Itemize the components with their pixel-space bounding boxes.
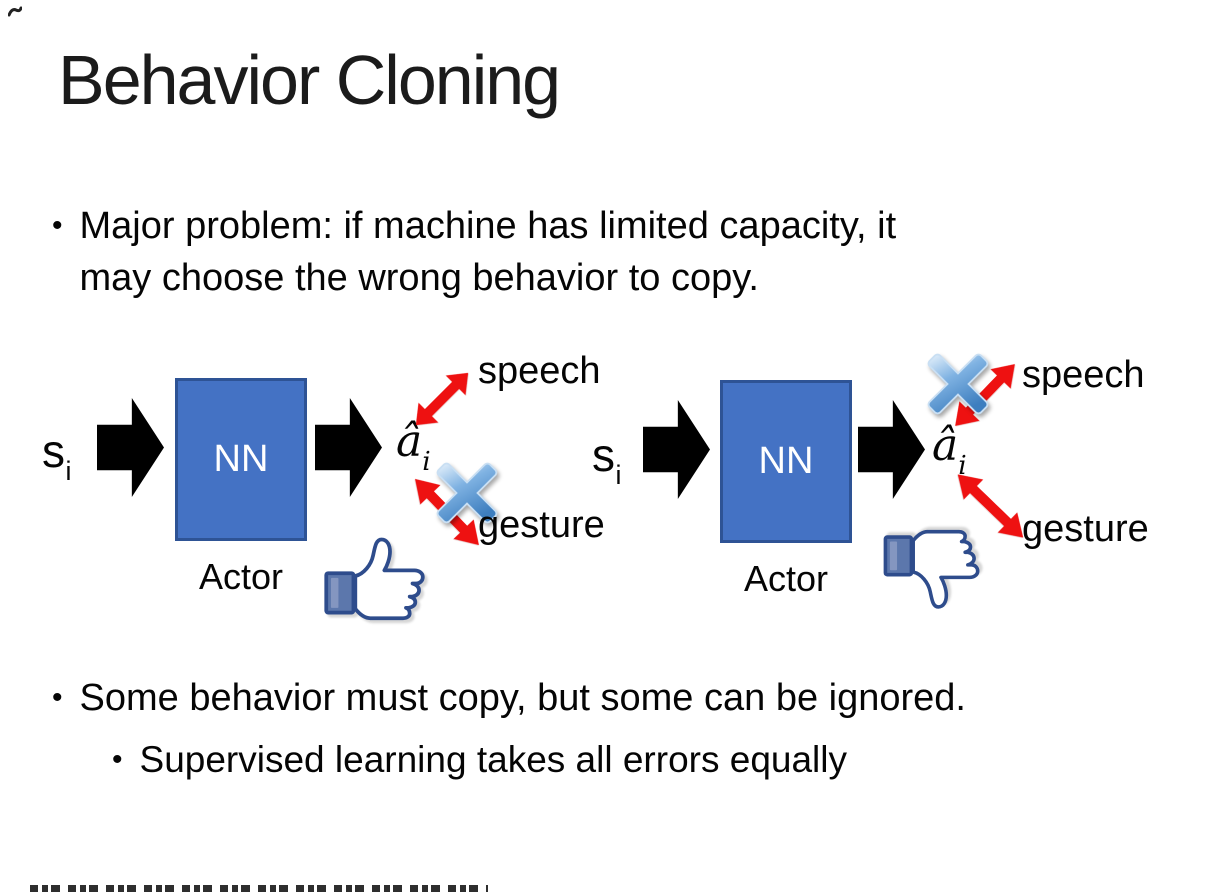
actor-label: Actor [743, 558, 829, 599]
state-subscript: i [65, 456, 72, 487]
bullet-some-behavior-text: Some behavior must copy, but some can be… [79, 677, 966, 719]
gesture-label: gesture [1022, 508, 1149, 550]
bullet-supervised: • Supervised learning takes all errors e… [112, 734, 847, 785]
bullet-major-problem-line1: Major problem: if machine has limited ca… [79, 205, 897, 247]
gesture-label: gesture [478, 504, 605, 546]
corner-artifact [8, 6, 22, 17]
state-subscript: i [615, 460, 622, 491]
input-arrow-icon [643, 400, 710, 499]
state-label: si [592, 428, 622, 491]
speech-label: speech [478, 350, 601, 392]
action-symbol: â [932, 420, 959, 471]
cross-out-icon-gesture [436, 462, 498, 524]
cutoff-text-fragment [30, 885, 488, 892]
thumbs-up-icon [324, 537, 425, 621]
speech-doublearrow-icon [944, 354, 1025, 437]
bullet-major-problem-text: Major problem: if machine has limited ca… [80, 200, 897, 305]
nn-box: NN [720, 380, 852, 543]
speech-doublearrow-icon [405, 362, 479, 436]
nn-label: NN [213, 438, 269, 480]
cross-out-icon-speech [927, 353, 989, 415]
gesture-doublearrow-icon [947, 464, 1033, 549]
bullet-supervised-text: Supervised learning takes all errors equ… [139, 739, 847, 780]
bullet-glyph: • [52, 209, 63, 242]
nn-box: NN [175, 378, 307, 541]
output-arrow-icon [858, 400, 925, 499]
nn-label: NN [758, 440, 814, 482]
actor-label: Actor [198, 556, 284, 597]
input-arrow-icon [97, 398, 164, 497]
action-label: âi [932, 420, 967, 481]
bullet-glyph: • [112, 743, 123, 776]
state-symbol: s [592, 429, 615, 481]
thumbs-down-icon [883, 529, 980, 609]
bullet-major-problem: • Major problem: if machine has limited … [52, 200, 896, 305]
bullet-major-problem-line2: may choose the wrong behavior to copy. [79, 257, 759, 300]
bullet-glyph: • [52, 681, 63, 714]
slide-title: Behavior Cloning [58, 41, 561, 119]
action-subscript: i [958, 449, 967, 481]
state-label: si [42, 424, 72, 487]
state-symbol: s [42, 425, 65, 477]
bullet-some-behavior: • Some behavior must copy, but some can … [52, 672, 966, 724]
output-arrow-icon [315, 398, 382, 497]
speech-label: speech [1022, 354, 1145, 396]
action-subscript: i [422, 445, 431, 477]
